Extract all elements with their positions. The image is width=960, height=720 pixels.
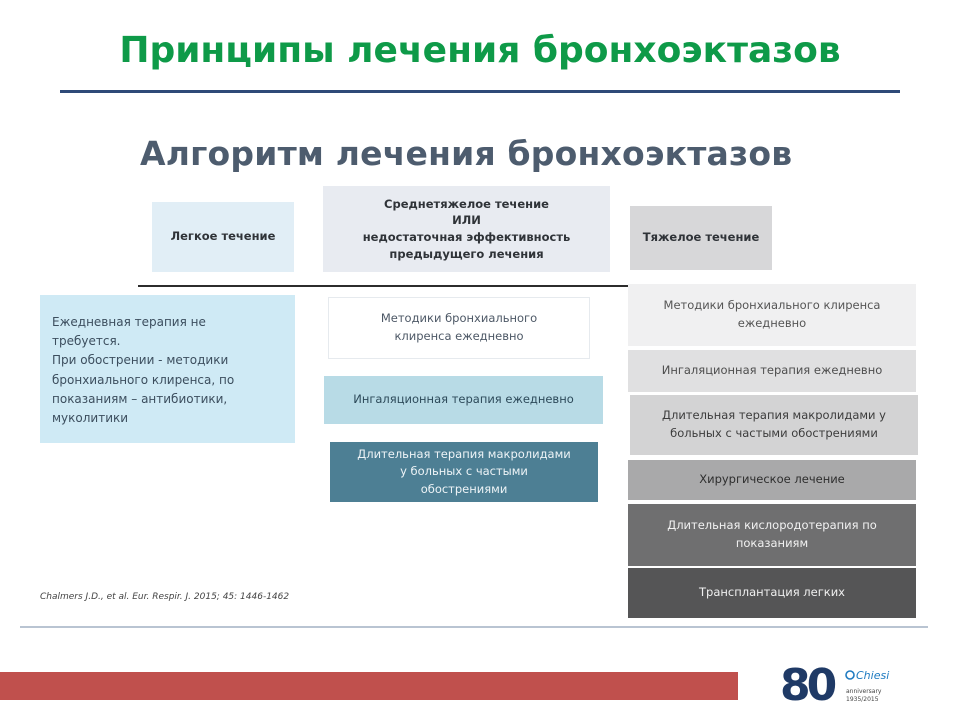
- moderate-item-line: Ингаляционная терапия ежедневно: [353, 392, 574, 407]
- severe-item-inhalation: Ингаляционная терапия ежедневно: [628, 350, 916, 392]
- mild-recommendation-box: Ежедневная терапия не требуется. При обо…: [40, 295, 295, 443]
- algorithm-title: Алгоритм лечения бронхоэктазов: [140, 134, 793, 173]
- chiesi-80-logo: 80 Chiesi anniversary 1935/2015: [780, 660, 930, 711]
- header-divider: [138, 285, 798, 287]
- header-moderate-line: недостаточная эффективность: [362, 230, 571, 244]
- footer-band: [0, 672, 738, 700]
- header-moderate-line: Среднетяжелое течение: [384, 196, 549, 211]
- logo-graphic: 80 Chiesi anniversary 1935/2015: [780, 660, 889, 711]
- header-mild-label: Легкое течение: [170, 229, 276, 244]
- logo-sub1: anniversary: [846, 688, 882, 695]
- logo-number: 80: [780, 660, 836, 708]
- mild-text-line: Ежедневная терапия не: [52, 315, 206, 329]
- citation: Chalmers J.D., et al. Eur. Respir. J. 20…: [40, 592, 290, 602]
- logo-sub2: 1935/2015: [846, 696, 879, 703]
- header-mild: Легкое течение: [152, 202, 294, 272]
- header-moderate-line: предыдущего лечения: [389, 246, 544, 261]
- mild-text-line: бронхиального клиренса, по: [52, 372, 235, 387]
- severe-item-oxygen: Длительная кислородотерапия по показания…: [628, 504, 916, 566]
- header-severe: Тяжелое течение: [630, 206, 772, 270]
- slide-title: Принципы лечения бронхоэктазов: [119, 30, 841, 71]
- title-underline: [60, 90, 900, 93]
- severe-item-line: Длительная кислородотерапия по: [667, 518, 877, 533]
- logo-brand: Chiesi: [856, 669, 889, 682]
- mild-text-line: муколитики: [52, 410, 129, 425]
- mild-text-line: требуется.: [52, 334, 121, 349]
- header-moderate-line: ИЛИ: [452, 213, 481, 228]
- severe-item-surgery: Хирургическое лечение: [628, 460, 916, 500]
- severe-item-line: ежедневно: [737, 316, 807, 330]
- severe-item-macrolides: Длительная терапия макролидами у больных…: [630, 395, 918, 455]
- moderate-item-clearance: Методики бронхиального клиренса ежедневн…: [328, 297, 590, 359]
- mild-text-line: показаниям – антибиотики,: [52, 391, 228, 406]
- header-moderate: Среднетяжелое течение ИЛИ недостаточная …: [323, 186, 610, 272]
- chiesi-mark-icon: [845, 670, 855, 680]
- bottom-divider: [20, 626, 928, 628]
- moderate-item-line: Длительная терапия макролидами: [357, 447, 571, 462]
- severe-item-line: Длительная терапия макролидами у: [662, 408, 886, 423]
- severe-item-line: больных с частыми обострениями: [670, 426, 878, 440]
- moderate-item-inhalation: Ингаляционная терапия ежедневно: [324, 376, 603, 424]
- severe-item-transplant: Трансплантация легких: [628, 568, 916, 618]
- header-severe-label: Тяжелое течение: [642, 230, 760, 245]
- moderate-item-line: клиренса ежедневно: [394, 329, 524, 343]
- severe-item-line: показаниям: [735, 536, 809, 550]
- moderate-item-line: обострениями: [420, 481, 508, 496]
- severe-item-line: Методики бронхиального клиренса: [663, 298, 881, 313]
- moderate-item-line: Методики бронхиального: [380, 311, 538, 326]
- mild-text-line: При обострении - методики: [52, 353, 229, 368]
- severe-item-line: Хирургическое лечение: [699, 472, 845, 487]
- severe-item-clearance: Методики бронхиального клиренса ежедневн…: [628, 284, 916, 346]
- moderate-item-macrolides: Длительная терапия макролидами у больных…: [330, 442, 598, 502]
- moderate-item-line: у больных с частыми: [400, 464, 528, 479]
- severe-item-line: Трансплантация легких: [699, 585, 845, 600]
- severe-item-line: Ингаляционная терапия ежедневно: [661, 363, 883, 378]
